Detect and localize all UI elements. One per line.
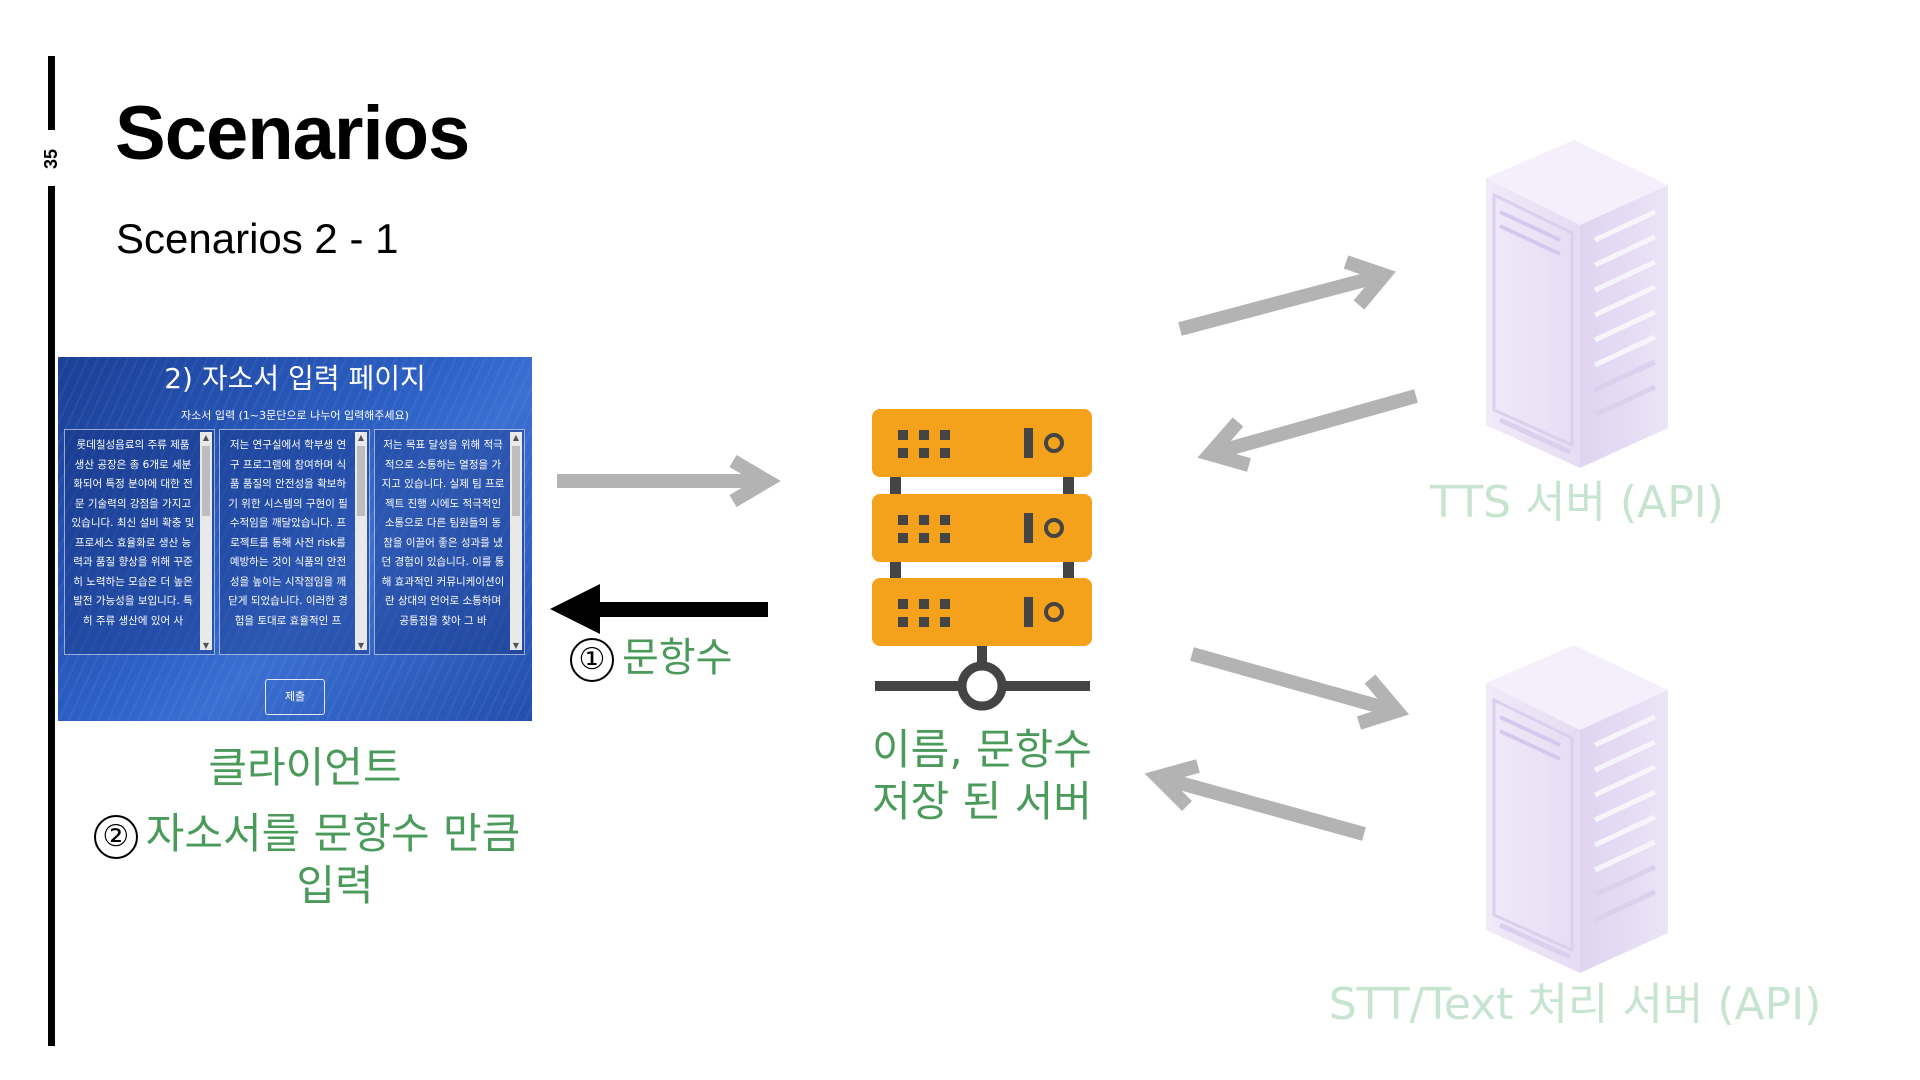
essay-text: 저는 목표 달성을 위해 적극적으로 소통하는 열정을 가지고 있습니다. 실제… — [381, 439, 505, 627]
scrollbar-thumb[interactable] — [512, 446, 520, 516]
essay-textarea-3[interactable]: 저는 목표 달성을 위해 적극적으로 소통하는 열정을 가지고 있습니다. 실제… — [374, 429, 525, 655]
scroll-down-icon[interactable]: ▼ — [512, 641, 520, 650]
step2-text: 자소서를 문항수 만큼 — [145, 809, 521, 858]
server-unit — [872, 494, 1092, 562]
slide-title: Scenarios — [115, 91, 470, 176]
arrow-server-to-stt — [1190, 647, 1410, 730]
client-label: 클라이언트 — [208, 743, 402, 792]
scroll-down-icon[interactable]: ▼ — [357, 641, 365, 650]
arrow-server-to-client — [550, 584, 768, 634]
server-stack-icon — [872, 409, 1092, 711]
scrollbar-thumb[interactable] — [202, 446, 210, 516]
step2-label-line2: 입력 — [296, 861, 374, 910]
server-label-line2: 저장 된 서버 — [872, 777, 1092, 826]
stt-server-label: STT/Text 처리 서버 (API) — [1328, 979, 1822, 1030]
server-rack-icon — [1486, 645, 1668, 973]
screen-instruction: 자소서 입력 (1~3문단으로 나누어 입력해주세요) — [181, 409, 409, 422]
arrow-client-to-server — [557, 454, 781, 508]
client-screenshot: 2) 자소서 입력 페이지 자소서 입력 (1~3문단으로 나누어 입력해주세요… — [58, 357, 532, 721]
arrow-server-to-tts — [1178, 255, 1396, 336]
step-number-badge: ② — [93, 814, 138, 859]
server-unit — [872, 578, 1092, 646]
scroll-up-icon[interactable]: ▲ — [512, 433, 520, 442]
screen-title: 2) 자소서 입력 페이지 — [164, 362, 426, 395]
step-number-badge: ① — [570, 638, 614, 682]
arrow-tts-to-server — [1197, 389, 1418, 472]
accent-bar — [48, 186, 55, 1046]
step1-text: 문항수 — [622, 635, 733, 681]
slide-subtitle: Scenarios 2 - 1 — [116, 215, 399, 262]
scroll-up-icon[interactable]: ▲ — [357, 433, 365, 442]
essay-text: 롯데칠성음료의 주류 제품 생산 공장은 총 6개로 세분화되어 특정 분야에 … — [71, 439, 195, 627]
scroll-down-icon[interactable]: ▼ — [202, 641, 210, 650]
scroll-up-icon[interactable]: ▲ — [202, 433, 210, 442]
essay-textarea-1[interactable]: 롯데칠성음료의 주류 제품 생산 공장은 총 6개로 세분화되어 특정 분야에 … — [64, 429, 215, 655]
server-label-line1: 이름, 문항수 — [872, 725, 1092, 774]
arrow-stt-to-server — [1144, 759, 1366, 841]
submit-button[interactable]: 제출 — [265, 679, 325, 715]
background-texture — [58, 357, 532, 721]
scrollbar-thumb[interactable] — [357, 446, 365, 516]
server-unit — [872, 409, 1092, 477]
tts-server-label: TTS 서버 (API) — [1430, 477, 1724, 528]
essay-textarea-2[interactable]: 저는 연구실에서 학부생 연구 프로그램에 참여하며 식품 품질의 안전성을 확… — [219, 429, 370, 655]
essay-text: 저는 연구실에서 학부생 연구 프로그램에 참여하며 식품 품질의 안전성을 확… — [228, 439, 348, 627]
server-rack-icon — [1486, 140, 1668, 468]
accent-bar — [48, 56, 55, 130]
